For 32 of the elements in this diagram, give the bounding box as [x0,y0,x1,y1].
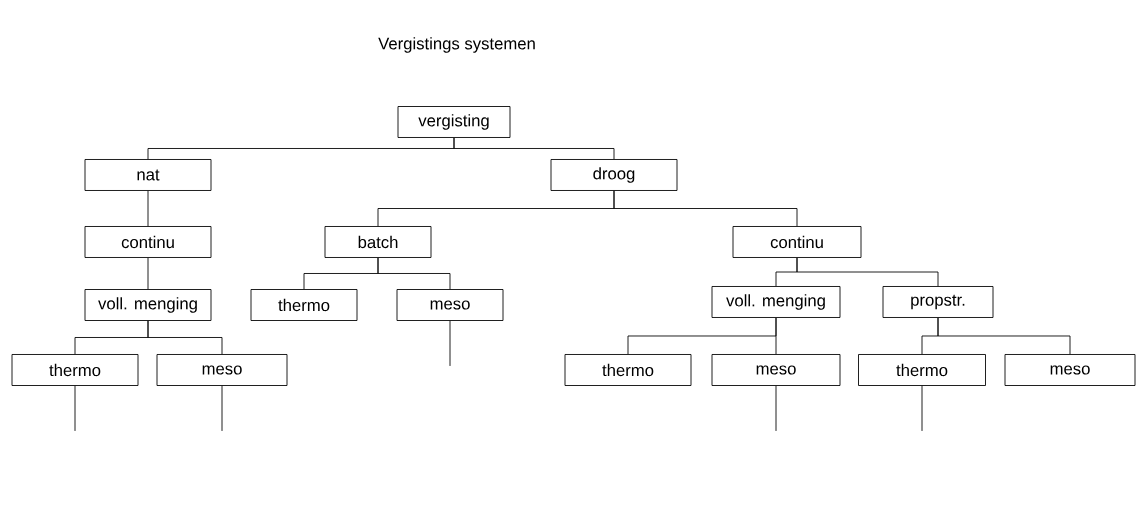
connector-line [74,385,76,432]
category-box: voll. menging [711,286,841,318]
category-box: meso [1004,354,1136,386]
connector-line [453,137,615,160]
connector-line [937,317,1071,355]
category-box: propstr. [882,286,994,318]
category-box: continu [84,226,212,258]
connector-line [775,317,777,355]
category-box: thermo [858,354,986,386]
category-box: meso [156,354,288,386]
connector-line [377,257,451,290]
connector-line [147,257,149,290]
connector-line [147,320,223,355]
category-box: thermo [250,289,358,321]
title: Vergistings systemen [378,37,535,53]
category-box: thermo [11,354,139,386]
category-box: meso [396,289,504,321]
connector-line [221,385,223,432]
category-box: nat [84,159,212,191]
category-box: meso [711,354,841,386]
category-box: droog [550,159,678,191]
category-box: continu [732,226,862,258]
category-box: voll. menging [84,289,212,321]
connector-line [796,257,939,287]
category-box: thermo [564,354,692,386]
category-box: batch [324,226,432,258]
connector-line [449,320,451,367]
category-box: vergisting [397,106,511,138]
connector-line [775,385,777,432]
connector-line [613,190,798,227]
connector-line [921,385,923,432]
connector-line [147,190,149,227]
